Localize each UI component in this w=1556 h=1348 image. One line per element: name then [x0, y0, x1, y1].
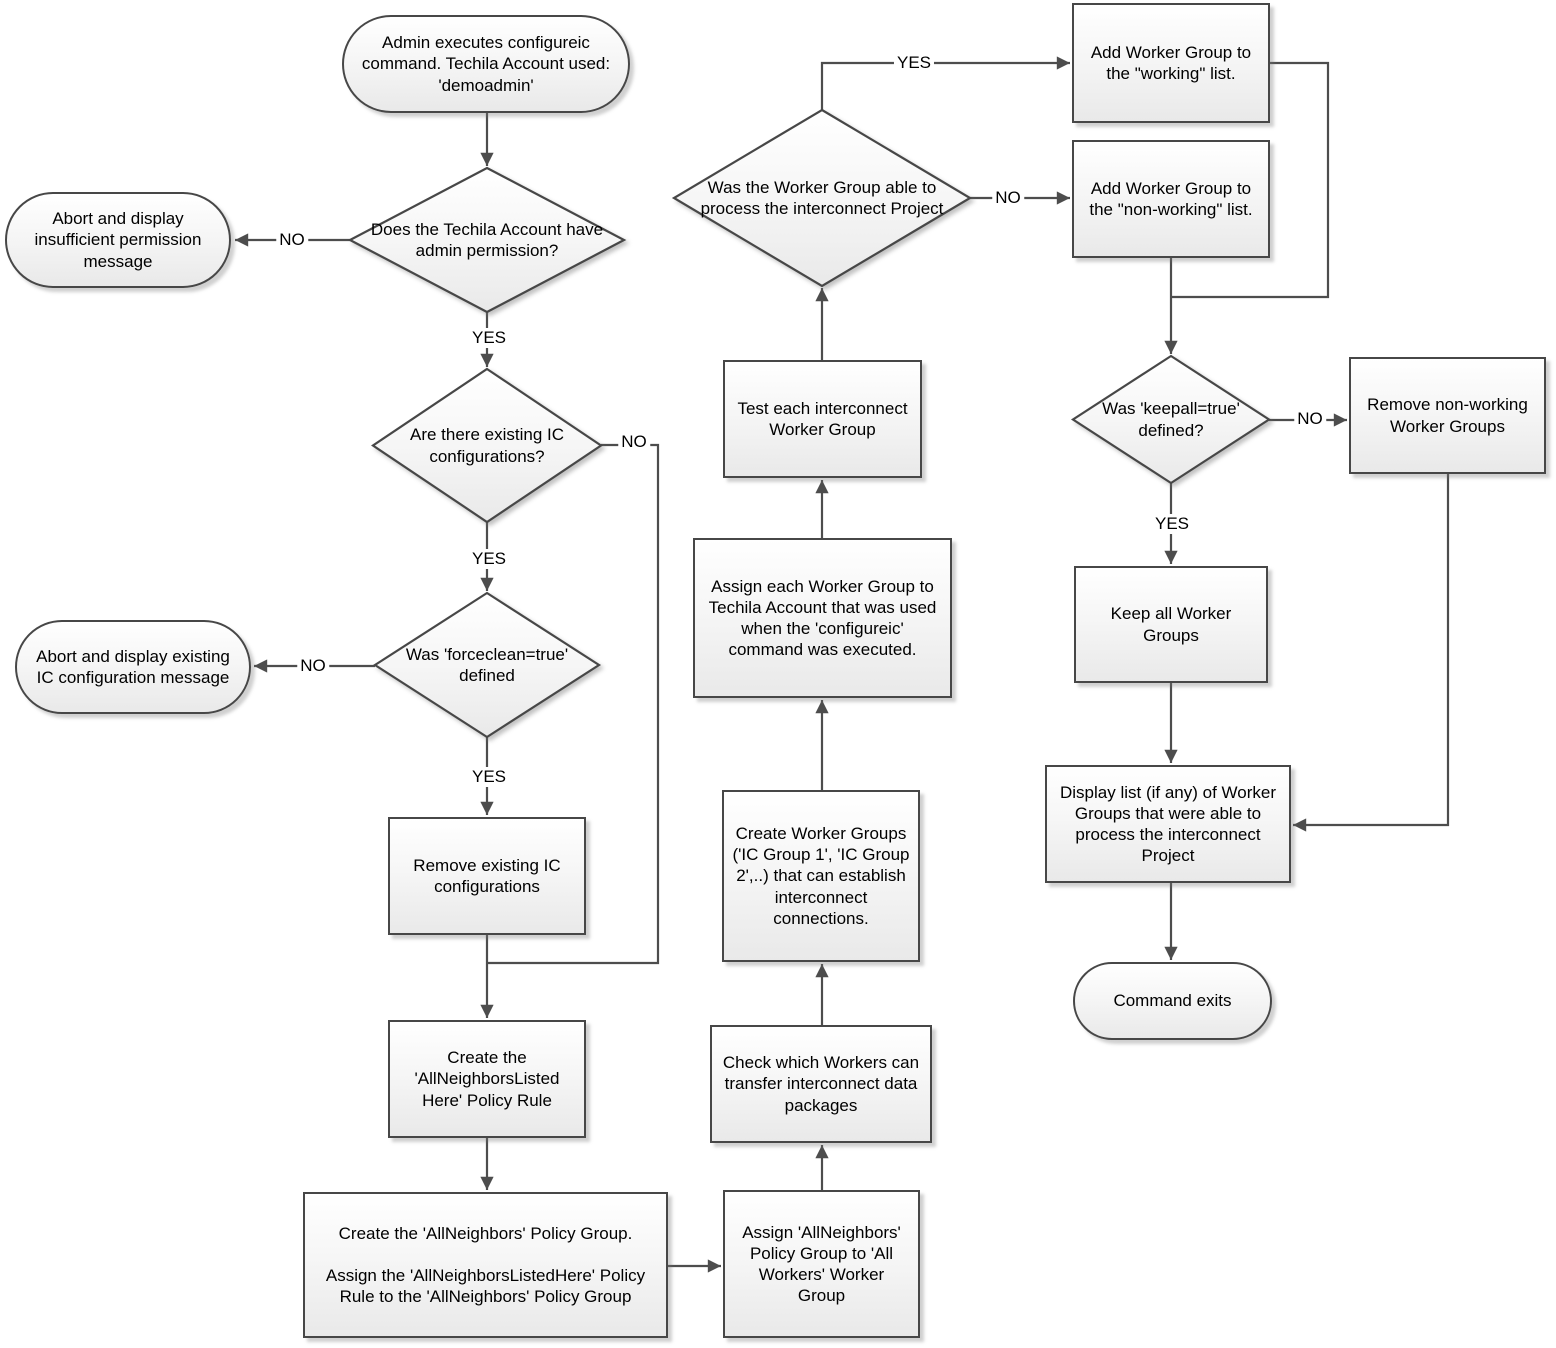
node-create-policy-group: Create the 'AllNeighbors' Policy Group. … — [303, 1192, 668, 1338]
edge-label-wg-yes: YES — [893, 53, 935, 73]
edge-label-admin-yes: YES — [468, 328, 510, 348]
decision-admin-permission: Does the Techila Account have admin perm… — [350, 168, 624, 312]
node-label: Remove existing IC configurations — [413, 855, 561, 896]
edge-label-forceclean-yes: YES — [468, 767, 510, 787]
decision-existing-ic-configurations: Are there existing IC configurations? — [373, 369, 601, 522]
node-label: Does the Techila Account have admin perm… — [370, 219, 604, 260]
edge-label-keepall-yes: YES — [1151, 514, 1193, 534]
edge-label-wg-no: NO — [992, 188, 1024, 208]
node-label: Command exits — [1113, 991, 1232, 1011]
node-keep-all-worker-groups: Keep all Worker Groups — [1074, 566, 1268, 683]
edge-label-existing-yes: YES — [468, 549, 510, 569]
node-label: Create the 'AllNeighbors' Policy Group. … — [325, 1223, 646, 1307]
diamond-shape — [1073, 356, 1269, 483]
edge-label-existing-no: NO — [618, 432, 650, 452]
node-add-working-list: Add Worker Group to the "working" list. — [1072, 3, 1270, 123]
node-create-worker-groups: Create Worker Groups ('IC Group 1', 'IC … — [722, 790, 920, 962]
node-label: Add Worker Group to the "non-working" li… — [1089, 178, 1253, 219]
edge-label-forceclean-no: NO — [297, 656, 329, 676]
node-test-each-worker-group: Test each interconnect Worker Group — [723, 360, 922, 478]
diamond-shape — [375, 593, 599, 737]
node-check-workers: Check which Workers can transfer interco… — [710, 1025, 932, 1143]
node-label: Was the Worker Group able to process the… — [700, 177, 944, 218]
node-label: Assign each Worker Group to Techila Acco… — [708, 576, 937, 660]
node-assign-policy-group: Assign 'AllNeighbors' Policy Group to 'A… — [723, 1190, 920, 1338]
node-display-list: Display list (if any) of Worker Groups t… — [1045, 765, 1291, 883]
decision-worker-group-processed: Was the Worker Group able to process the… — [674, 110, 970, 286]
node-command-exits: Command exits — [1073, 962, 1272, 1040]
node-label: Was 'keepall=true' defined? — [1102, 399, 1240, 440]
node-label: Abort and display insufficient permissio… — [34, 209, 202, 271]
edge-label-keepall-no: NO — [1294, 409, 1326, 429]
node-label: Are there existing IC configurations? — [409, 425, 564, 466]
edge-label-admin-no: NO — [276, 230, 308, 250]
node-label: Display list (if any) of Worker Groups t… — [1059, 782, 1276, 866]
node-label: Keep all Worker Groups — [1110, 604, 1232, 645]
node-start: Admin executes configureic command. Tech… — [342, 15, 630, 113]
node-label: Add Worker Group to the "working" list. — [1090, 42, 1252, 83]
node-abort-insufficient-permission: Abort and display insufficient permissio… — [5, 192, 231, 288]
diamond-shape — [674, 110, 970, 286]
decision-forceclean: Was 'forceclean=true' defined — [375, 593, 599, 737]
edge-removenw-to-display — [1293, 474, 1450, 832]
edge-wg-yes — [820, 56, 1070, 110]
node-label: Abort and display existing IC configurat… — [36, 646, 230, 687]
node-create-policy-rule: Create the 'AllNeighborsListed Here' Pol… — [388, 1020, 586, 1138]
node-label: Remove non-working Worker Groups — [1367, 395, 1528, 436]
diamond-shape — [373, 369, 601, 522]
node-label: Create the 'AllNeighborsListed Here' Pol… — [414, 1048, 560, 1110]
node-assign-each-worker-group: Assign each Worker Group to Techila Acco… — [693, 538, 952, 698]
node-label: Test each interconnect Worker Group — [737, 398, 908, 439]
node-label: Admin executes configureic command. Tech… — [361, 33, 611, 95]
node-remove-existing-ic: Remove existing IC configurations — [388, 817, 586, 935]
node-label: Create Worker Groups ('IC Group 1', 'IC … — [732, 824, 910, 928]
edge-working-merge — [1171, 61, 1330, 299]
diamond-shape — [350, 168, 624, 312]
node-add-nonworking-list: Add Worker Group to the "non-working" li… — [1072, 140, 1270, 258]
node-label: Assign 'AllNeighbors' Policy Group to 'A… — [742, 1222, 901, 1306]
node-remove-nonworking: Remove non-working Worker Groups — [1349, 357, 1546, 474]
node-abort-existing-ic: Abort and display existing IC configurat… — [15, 620, 251, 714]
node-label: Was 'forceclean=true' defined — [405, 644, 569, 685]
node-label: Check which Workers can transfer interco… — [722, 1053, 920, 1115]
decision-keepall: Was 'keepall=true' defined? — [1073, 356, 1269, 483]
